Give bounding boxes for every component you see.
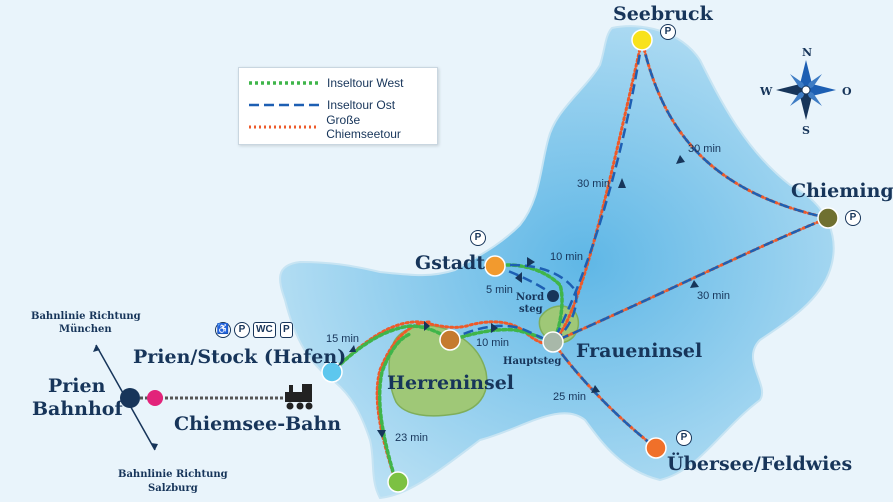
label-herreninsel[interactable]: Herreninsel <box>387 372 514 394</box>
label-prien-bahnhof-2[interactable]: Bahnhof <box>32 398 123 420</box>
stop-nordsteg[interactable] <box>547 290 559 302</box>
label-prien-bahnhof-1[interactable]: Prien <box>48 375 106 397</box>
label-hauptsteg: Hauptsteg <box>503 356 562 367</box>
time-seebruck-chieming: 30 min <box>688 143 722 155</box>
label-uebersee[interactable]: Übersee/Feldwies <box>667 453 853 475</box>
time-south: 23 min <box>395 432 429 444</box>
stop-prien-stock[interactable] <box>321 361 343 383</box>
stop-prien-bahnhof[interactable] <box>120 388 140 408</box>
label-bahnlinie-muenchen-1: Bahnlinie Richtung <box>31 311 141 322</box>
label-prien-stock[interactable]: Prien/Stock (Hafen) <box>133 346 347 368</box>
wheelchair-icon: ♿ <box>215 322 231 338</box>
stop-uebersee[interactable] <box>645 437 667 459</box>
compass-o: O <box>842 85 852 98</box>
herreninsel-island <box>388 324 488 417</box>
legend: Inseltour West Inseltour Ost Große Chiem… <box>238 67 438 145</box>
time-fraueninsel-uebersee: 25 min <box>553 391 587 403</box>
label-chieming[interactable]: Chieming <box>791 180 893 202</box>
stop-gstadt[interactable] <box>484 255 506 277</box>
stop-south[interactable] <box>387 471 409 493</box>
time-chieming-fraueninsel: 30 min <box>697 290 731 302</box>
parking-icon: P <box>470 230 486 246</box>
parking-icon: P <box>660 24 676 40</box>
stop-seebruck[interactable] <box>631 29 653 51</box>
compass-rose-icon <box>776 60 836 120</box>
stop-prien-chiemsee-bahn[interactable] <box>147 390 163 406</box>
legend-row-west: Inseltour West <box>249 74 403 92</box>
label-bahnlinie-salzburg-1: Bahnlinie Richtung <box>118 469 228 480</box>
arrow-north-icon <box>93 345 100 352</box>
label-chiemsee-bahn[interactable]: Chiemsee-Bahn <box>174 413 342 435</box>
legend-label-gross: Große Chiemseetour <box>326 113 401 141</box>
direction-arrows <box>349 155 699 438</box>
parking-bus-icon: P <box>280 322 293 338</box>
legend-row-ost: Inseltour Ost <box>249 96 395 114</box>
time-seebruck-fraueninsel: 30 min <box>577 178 611 190</box>
label-nordsteg-2: steg <box>519 304 543 315</box>
legend-label-ost: Inseltour Ost <box>327 98 396 112</box>
label-fraueninsel[interactable]: Fraueninsel <box>576 340 703 362</box>
compass-n: N <box>802 46 813 59</box>
route-inseltour-ost <box>449 39 829 449</box>
compass-w: W <box>760 85 773 98</box>
train-icon <box>285 384 313 410</box>
time-prien-herreninsel: 15 min <box>326 333 360 345</box>
stop-herreninsel[interactable] <box>439 329 461 351</box>
label-seebruck[interactable]: Seebruck <box>613 3 713 25</box>
label-gstadt[interactable]: Gstadt <box>415 252 486 274</box>
time-gstadt-top: 10 min <box>550 251 584 263</box>
parking-icon: P <box>845 210 861 226</box>
time-herreninsel-fraueninsel: 10 min <box>476 337 510 349</box>
parking-icon: P <box>234 322 250 338</box>
label-bahnlinie-salzburg-2: Salzburg <box>148 483 198 494</box>
parking-icon: P <box>676 430 692 446</box>
stop-hauptsteg[interactable] <box>542 331 564 353</box>
label-nordsteg-1: Nord <box>516 292 545 303</box>
stop-chieming[interactable] <box>817 207 839 229</box>
time-gstadt-nordsteg: 5 min <box>486 284 513 296</box>
legend-label-west: Inseltour West <box>327 76 404 90</box>
legend-row-gross: Große Chiemseetour <box>249 113 437 141</box>
wc-icon: WC <box>253 322 276 338</box>
compass-s: S <box>802 124 810 137</box>
arrow-south-icon <box>151 443 158 450</box>
label-bahnlinie-muenchen-2: München <box>59 324 112 335</box>
